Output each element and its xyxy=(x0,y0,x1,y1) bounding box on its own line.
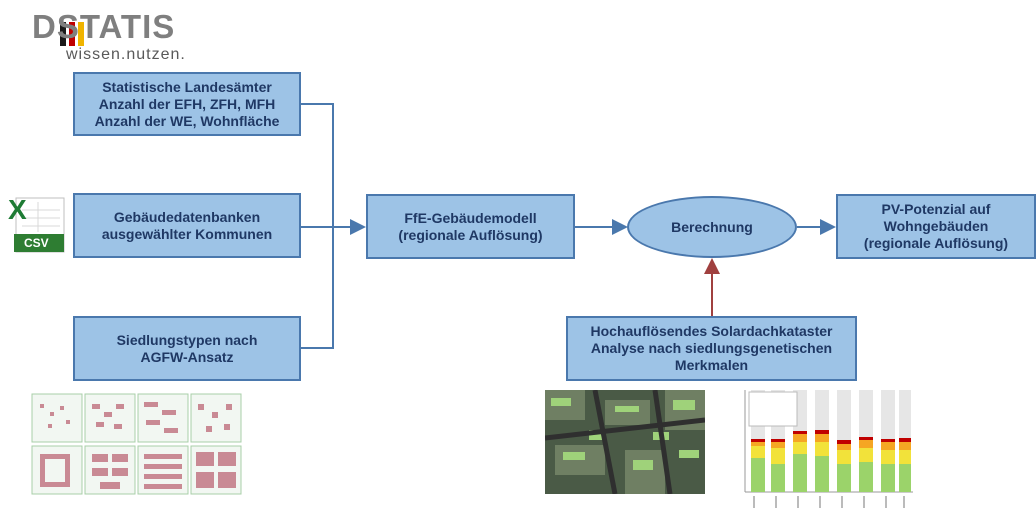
logo-tagline: wissen.nutzen. xyxy=(66,46,186,63)
box-siedlungstypen: Siedlungstypen nach AGFW-Ansatz xyxy=(73,316,301,381)
logo-bars-icon xyxy=(60,22,84,46)
box-solardachkataster: Hochauflösendes Solardachkataster Analys… xyxy=(566,316,857,381)
csv-label: CSV xyxy=(24,236,49,250)
csv-file-icon: X CSV xyxy=(8,194,66,256)
logo-wordmark: DSTATIS xyxy=(32,8,176,45)
csv-excel-letter: X xyxy=(8,194,27,225)
siedlungstypen-thumbnails xyxy=(30,392,242,496)
box-gebaeudedatenbanken: Gebäudedatenbanken ausgewählter Kommunen xyxy=(73,193,301,258)
connector-siedlungstypen xyxy=(301,227,334,349)
box-landesaemter: Statistische Landesämter Anzahl der EFH,… xyxy=(73,72,301,136)
ellipse-berechnung: Berechnung xyxy=(627,196,797,258)
box-pv-potenzial: PV-Potenzial auf Wohngebäuden (regionale… xyxy=(836,194,1036,259)
suitability-chart-thumbnail xyxy=(727,384,917,514)
connector-landesaemter xyxy=(301,103,334,227)
destatis-logo: DSTATIS wissen.nutzen. xyxy=(32,8,232,66)
box-ffe-gebaeudemodell: FfE-Gebäudemodell (regionale Auflösung) xyxy=(366,194,575,259)
aerial-photo xyxy=(544,389,706,495)
